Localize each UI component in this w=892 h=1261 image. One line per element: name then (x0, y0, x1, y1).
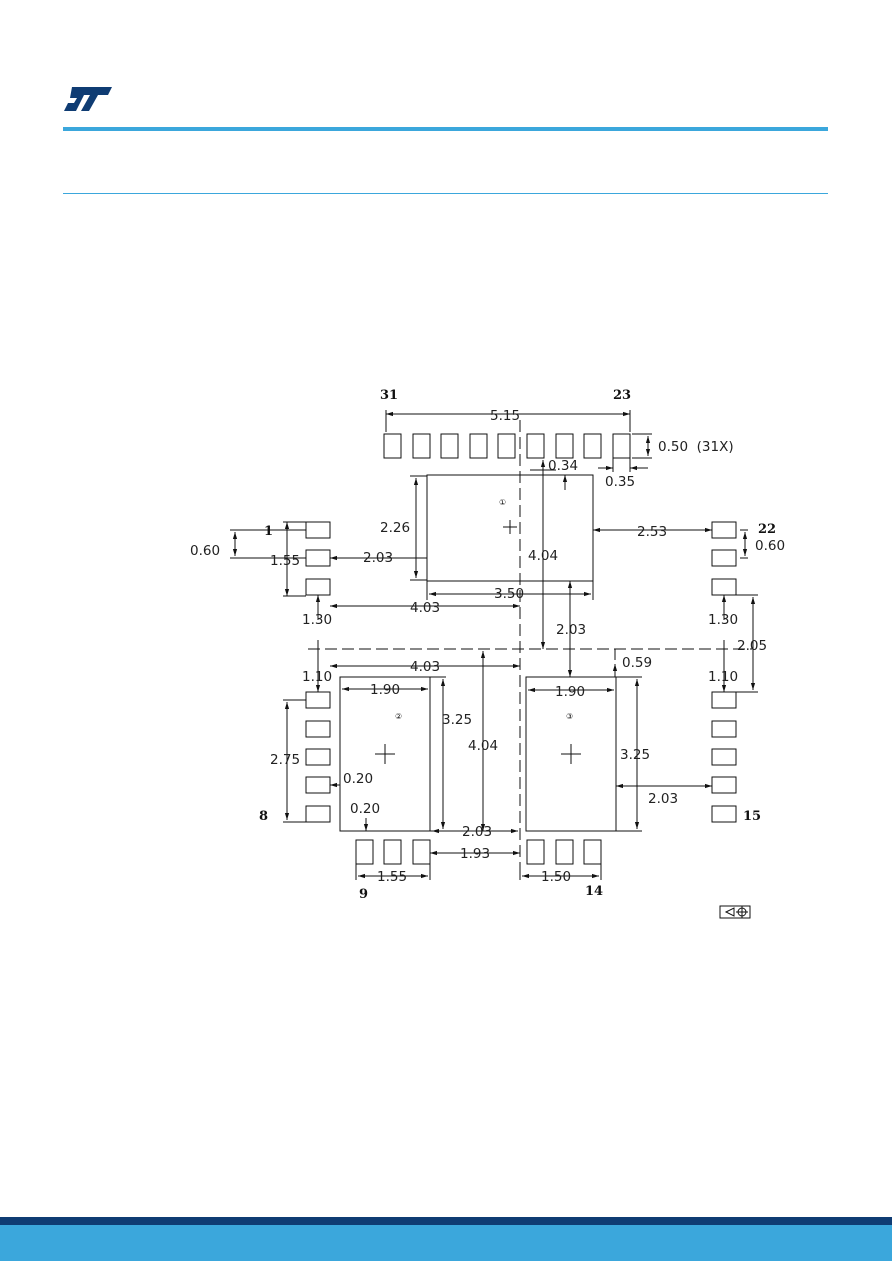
dim-left-155: 1.55 (270, 553, 300, 569)
pin-22: 22 (758, 522, 776, 537)
dim-right-130: 1.30 (708, 612, 738, 628)
dim-offset-059: 0.59 (622, 655, 652, 671)
pin-1: 1 (264, 524, 273, 539)
exposed-pad-2 (339, 676, 431, 832)
exposed-pad-3 (525, 676, 617, 832)
header-rule-thin (63, 193, 828, 194)
dim-center-height: 4.04 (528, 548, 558, 564)
pin-9: 9 (359, 887, 368, 902)
dim-right-205: 2.05 (737, 638, 767, 654)
pin-31: 31 (380, 388, 398, 403)
dim-right-110: 1.10 (708, 669, 738, 685)
dim-small-020-b: 0.20 (350, 801, 380, 817)
dim-pad1-width: 3.50 (494, 586, 524, 602)
dim-bottom-203: 2.03 (462, 824, 492, 840)
dim-left-110: 1.10 (302, 669, 332, 685)
dim-mid-203: 2.03 (556, 622, 586, 638)
dim-pad1-to-right: 2.53 (637, 524, 667, 540)
dim-pad2-height: 3.25 (442, 712, 472, 728)
dim-left-130: 1.30 (302, 612, 332, 628)
dim-right-203: 2.03 (648, 791, 678, 807)
dim-pad1-height: 2.26 (380, 520, 410, 536)
dim-left-275: 2.75 (270, 752, 300, 768)
dim-gap-034: 0.34 (548, 458, 578, 474)
dim-pad-pitch: 0.35 (605, 474, 635, 490)
dim-left-pitch: 0.60 (190, 543, 220, 559)
dim-small-020-a: 0.20 (343, 771, 373, 787)
dim-pad2-width: 1.90 (370, 682, 400, 698)
footer-band-dark (0, 1217, 892, 1225)
dim-pad3-height: 3.25 (620, 747, 650, 763)
pin-15: 15 (743, 809, 761, 824)
dim-pad-height: 0.50 (31X) (658, 439, 734, 455)
pad2-label: ② (395, 712, 402, 721)
pin-8: 8 (259, 809, 268, 824)
pad3-label: ③ (566, 712, 573, 721)
dim-left-203: 2.03 (363, 550, 393, 566)
st-logo (64, 87, 112, 111)
dim-right-pitch: 0.60 (755, 538, 785, 554)
pad1-label: ① (499, 498, 506, 507)
header-rule-thick (63, 127, 828, 131)
dim-top-width: 5.15 (490, 408, 520, 424)
pin-14: 14 (585, 884, 603, 899)
projection-symbol (719, 905, 751, 919)
dim-bottom-193: 1.93 (460, 846, 490, 862)
dim-left-403-upper: 4.03 (410, 600, 440, 616)
top-pad-row (383, 433, 631, 459)
dim-left-403-lower: 4.03 (410, 659, 440, 675)
dim-bottom-150: 1.50 (541, 869, 571, 885)
footer-band-light (0, 1225, 892, 1261)
pin-23: 23 (613, 388, 631, 403)
dim-bottom-155: 1.55 (377, 869, 407, 885)
dim-pad3-width: 1.90 (555, 684, 585, 700)
dim-lower-404: 4.04 (468, 738, 498, 754)
